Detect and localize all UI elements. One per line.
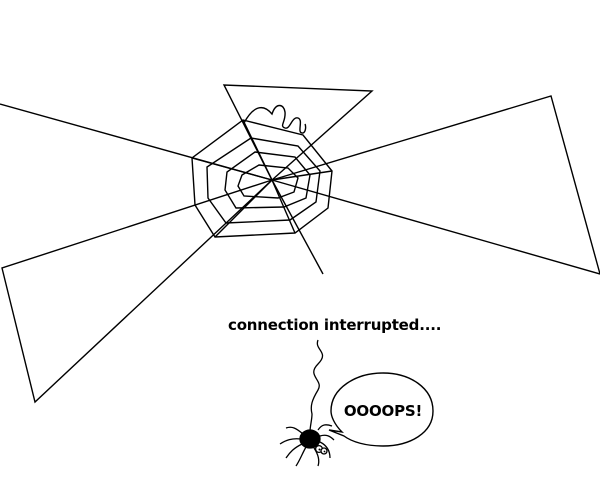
spider-web-icon: [0, 84, 600, 404]
spider-icon: [279, 339, 335, 467]
connection-interrupted-message: connection interrupted....: [228, 316, 442, 334]
speech-bubble: [328, 372, 434, 447]
speech-bubble-text: OOOOPS!: [343, 402, 423, 420]
